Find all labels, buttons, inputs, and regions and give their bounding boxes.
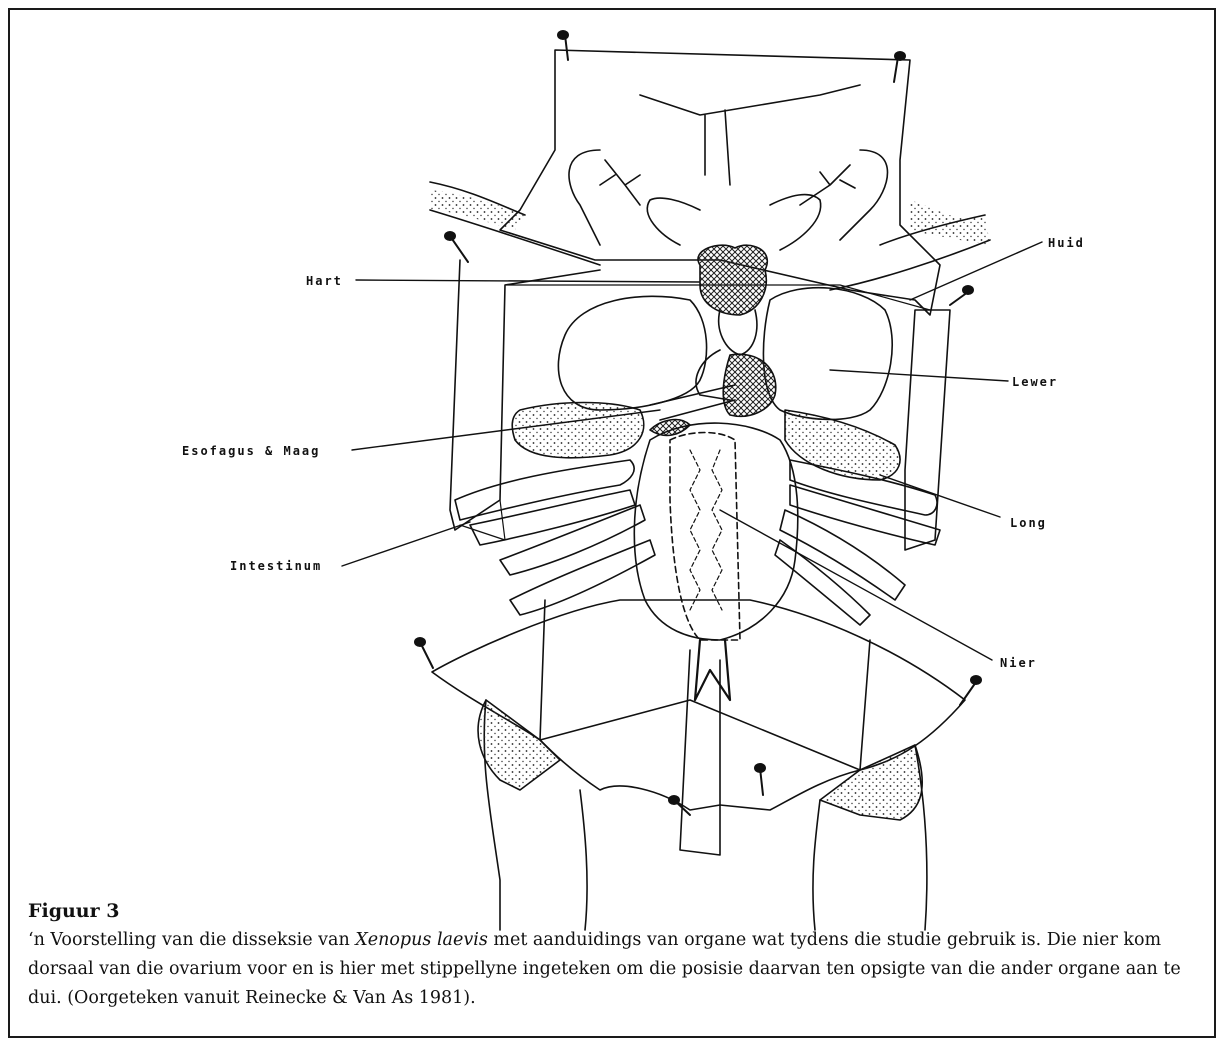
- dissection-pins: [415, 31, 981, 815]
- leader-long: [880, 475, 1000, 517]
- caption-text: ‘n Voorstelling van die disseksie van Xe…: [28, 926, 1208, 1013]
- heart: [600, 160, 855, 355]
- label-hart: Hart: [306, 274, 343, 288]
- label-lewer: Lewer: [1012, 375, 1058, 389]
- label-long: Long: [1010, 516, 1047, 530]
- leader-nier: [720, 510, 992, 660]
- label-esofagus: Esofagus & Maag: [182, 444, 320, 458]
- lungs: [512, 403, 900, 481]
- label-nier: Nier: [1000, 656, 1037, 670]
- leader-lewer: [830, 370, 1008, 381]
- label-intestinum: Intestinum: [230, 559, 322, 573]
- ovary-kidney: [634, 423, 797, 700]
- label-huid: Huid: [1048, 236, 1085, 250]
- body-wall: [430, 182, 990, 550]
- caption-prefix: ‘n Voorstelling van die disseksie van: [28, 930, 355, 950]
- figure-caption: Figuur 3 ‘n Voorstelling van die disseks…: [28, 900, 1208, 1013]
- leader-lines: [342, 242, 1042, 660]
- leader-intestinum: [342, 522, 470, 566]
- caption-title: Figuur 3: [28, 900, 1208, 922]
- leader-huid: [910, 242, 1042, 300]
- caption-species: Xenopus laevis: [355, 930, 488, 950]
